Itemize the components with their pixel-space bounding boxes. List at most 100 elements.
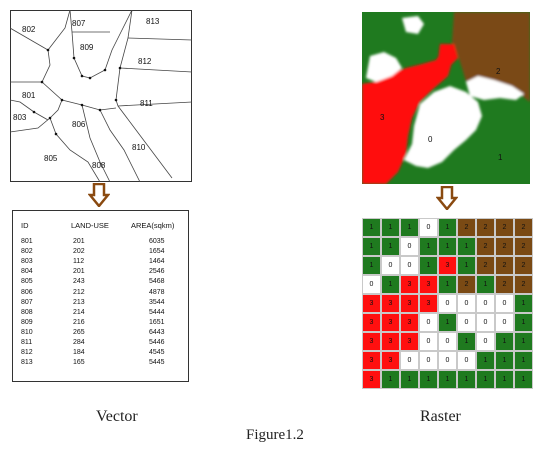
table-cell: 5445 [149, 359, 165, 367]
table-cell: 806 [21, 288, 33, 296]
grid-cell: 0 [400, 351, 419, 370]
table-cell: 216 [73, 318, 85, 326]
grid-cell: 3 [438, 256, 457, 275]
raster-zone-label: 0 [428, 135, 433, 144]
vector-region-label: 811 [140, 99, 153, 108]
table-cell: 808 [21, 308, 33, 316]
grid-cell: 3 [362, 370, 381, 389]
grid-cell: 1 [438, 370, 457, 389]
grid-cell: 1 [400, 218, 419, 237]
table-cell: 805 [21, 278, 33, 286]
vector-region-label: 801 [22, 91, 36, 100]
grid-cell: 2 [495, 256, 514, 275]
grid-cell: 0 [495, 294, 514, 313]
raster-caption: Raster [420, 408, 461, 425]
table-cell: 201 [73, 268, 85, 276]
grid-cell: 1 [495, 370, 514, 389]
grid-cell: 1 [514, 313, 533, 332]
table-cell: 813 [21, 359, 33, 367]
vector-region-label: 808 [92, 161, 106, 170]
grid-cell: 3 [400, 313, 419, 332]
vector-region-label: 807 [72, 19, 86, 28]
grid-cell: 0 [419, 218, 438, 237]
grid-cell: 1 [514, 294, 533, 313]
grid-cell: 3 [381, 313, 400, 332]
grid-cell: 0 [457, 313, 476, 332]
down-arrow-raster-icon [436, 186, 458, 210]
table-cell: 1464 [149, 258, 165, 266]
table-cell: 6035 [149, 238, 165, 245]
table-cell: 4545 [149, 349, 165, 357]
grid-cell: 0 [457, 351, 476, 370]
grid-cell: 2 [476, 218, 495, 237]
grid-cell: 1 [476, 370, 495, 389]
table-cell: 284 [73, 339, 85, 346]
grid-cell: 0 [400, 237, 419, 256]
table-cell: 4878 [149, 288, 165, 296]
grid-cell: 1 [362, 218, 381, 237]
table-cell: 812 [21, 349, 33, 357]
grid-cell: 3 [400, 332, 419, 351]
vector-caption: Vector [96, 408, 138, 425]
grid-cell: 1 [514, 370, 533, 389]
grid-cell: 2 [457, 275, 476, 294]
grid-cell: 1 [438, 218, 457, 237]
grid-cell: 0 [476, 294, 495, 313]
grid-cell: 3 [381, 351, 400, 370]
grid-cell: 2 [495, 218, 514, 237]
vector-region-label: 802 [22, 25, 36, 34]
table-cell: 811 [21, 339, 33, 346]
grid-cell: 3 [400, 294, 419, 313]
grid-cell: 1 [419, 237, 438, 256]
table-cell: 1651 [149, 318, 165, 326]
grid-cell: 3 [400, 275, 419, 294]
grid-cell: 2 [514, 237, 533, 256]
table-cell: 2546 [149, 268, 165, 276]
table-cell: 1654 [149, 248, 165, 256]
grid-cell: 1 [476, 351, 495, 370]
grid-cell: 2 [495, 275, 514, 294]
grid-cell: 0 [476, 313, 495, 332]
table-cell: 184 [73, 349, 85, 357]
grid-cell: 3 [362, 351, 381, 370]
table-cell: 213 [73, 298, 85, 306]
table-cell: 265 [73, 328, 85, 336]
grid-cell: 1 [457, 370, 476, 389]
grid-cell: 1 [495, 332, 514, 351]
grid-cell: 2 [514, 256, 533, 275]
grid-cell: 1 [438, 275, 457, 294]
vector-region-label: 810 [132, 143, 146, 152]
grid-cell: 1 [514, 351, 533, 370]
grid-cell: 2 [514, 218, 533, 237]
table-cell: 6443 [149, 328, 165, 336]
grid-cell: 0 [419, 313, 438, 332]
grid-cell: 1 [514, 332, 533, 351]
vector-region-label: 809 [80, 43, 94, 52]
grid-cell: 1 [419, 370, 438, 389]
table-cell: 214 [73, 308, 85, 316]
table-cell: 801 [21, 238, 33, 245]
grid-cell: 1 [438, 237, 457, 256]
figure-title: Figure1.2 [246, 427, 304, 443]
grid-cell: 3 [419, 294, 438, 313]
grid-cell: 1 [362, 237, 381, 256]
grid-cell: 0 [400, 256, 419, 275]
table-cell: 165 [73, 359, 85, 367]
vector-region-label: 806 [72, 120, 86, 129]
vector-region-label: 813 [146, 17, 160, 26]
grid-cell: 0 [419, 351, 438, 370]
grid-cell: 0 [381, 256, 400, 275]
grid-cell: 1 [381, 275, 400, 294]
grid-cell: 0 [495, 313, 514, 332]
table-cell: 802 [21, 248, 33, 256]
grid-cell: 0 [362, 275, 381, 294]
table-cell: 5444 [149, 308, 165, 316]
grid-cell: 2 [476, 237, 495, 256]
raster-zone-label: 1 [498, 153, 503, 162]
table-cell: 202 [73, 248, 85, 256]
grid-cell: 3 [362, 332, 381, 351]
table-cell: 5468 [149, 278, 165, 286]
